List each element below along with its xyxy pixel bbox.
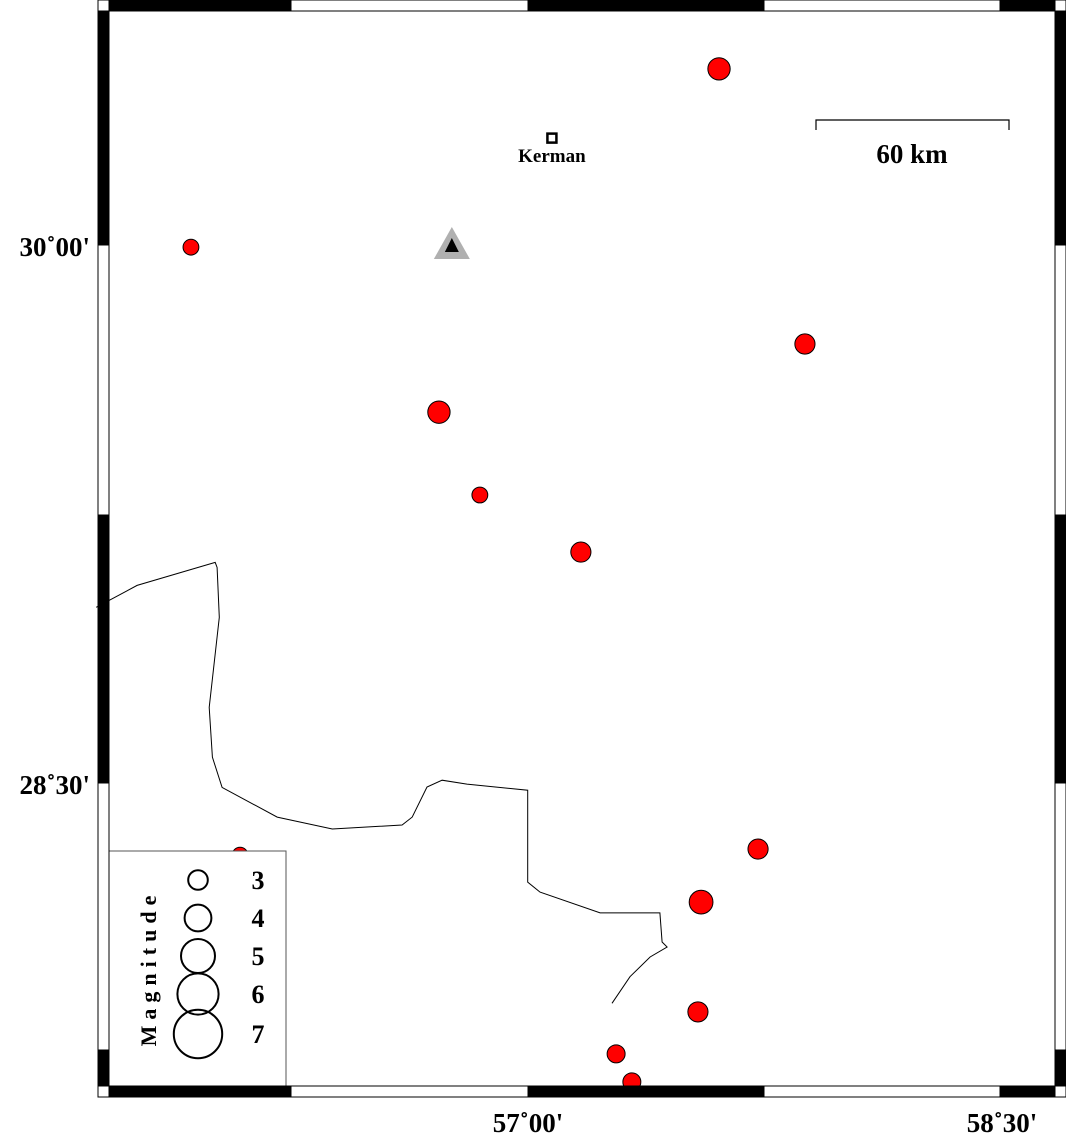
frame-segment: [1054, 782, 1066, 1051]
city-square-icon: [546, 132, 558, 144]
frame-segment: [97, 10, 110, 246]
earthquake-event-8: [688, 889, 714, 915]
frame-segment: [97, 0, 110, 12]
earthquake-event-10: [606, 1044, 626, 1064]
earthquake-event-4: [427, 400, 451, 424]
frame-segment: [999, 1085, 1056, 1098]
frame-segment: [1054, 1049, 1066, 1087]
frame-segment: [290, 1085, 529, 1098]
frame-segment: [97, 1085, 110, 1098]
frame-segment: [97, 782, 110, 1051]
legend-circle-3: [187, 869, 209, 891]
frame-segment: [1054, 514, 1066, 784]
province-border: [95, 561, 668, 1004]
earthquake-event-9: [687, 1001, 709, 1023]
frame-segment: [97, 244, 110, 516]
legend-label-6: 6: [252, 980, 265, 1009]
earthquake-event-5: [471, 486, 489, 504]
frame-segment: [527, 1085, 765, 1098]
frame-segment: [763, 0, 1001, 12]
legend-circle-6: [176, 972, 220, 1016]
frame-segment: [97, 1049, 110, 1087]
frame-segment: [1054, 1085, 1066, 1098]
earthquake-event-7: [747, 838, 769, 860]
legend: Magnitude 3 4 5 6 7: [108, 850, 287, 1087]
frame-segment: [1054, 0, 1066, 12]
scale-bar-label: 60 km: [876, 139, 948, 169]
legend-circle-4: [183, 903, 213, 933]
frame-segment: [1054, 10, 1066, 246]
frame-segment: [763, 1085, 1001, 1098]
frame-segment: [999, 0, 1056, 12]
legend-label-3: 3: [252, 866, 265, 895]
legend-label-4: 4: [252, 904, 265, 933]
axis-labels: 30˚00' 28˚30' 57˚00' 58˚30': [20, 232, 1038, 1136]
earthquake-event-1: [707, 57, 731, 81]
scale-bar: 60 km: [815, 119, 1010, 169]
earthquake-event-3: [794, 333, 816, 355]
frame-segment: [1054, 244, 1066, 516]
earthquake-event-2: [182, 238, 200, 256]
legend-title: Magnitude: [136, 890, 161, 1047]
legend-label-5: 5: [252, 942, 265, 971]
scale-bar-line: [815, 119, 1010, 130]
lat-label-28-30: 28˚30': [20, 770, 91, 800]
frame-segment: [290, 0, 529, 12]
city-marker: Kerman: [518, 132, 586, 167]
frame-segment: [97, 514, 110, 784]
city-label: Kerman: [518, 146, 586, 167]
station-triangle-icon: [444, 238, 459, 252]
earthquake-event-6: [570, 541, 592, 563]
lat-label-30-00: 30˚00': [20, 232, 91, 262]
frame-segment: [108, 0, 292, 12]
lon-label-58-30: 58˚30': [967, 1108, 1038, 1136]
legend-circle-7: [172, 1008, 224, 1060]
legend-label-7: 7: [252, 1020, 265, 1049]
lon-label-57-00: 57˚00': [493, 1108, 564, 1136]
frame-segment: [527, 0, 765, 12]
frame-segment: [108, 1085, 292, 1098]
map-frame: [97, 0, 1066, 1098]
station-marker: [433, 227, 470, 259]
